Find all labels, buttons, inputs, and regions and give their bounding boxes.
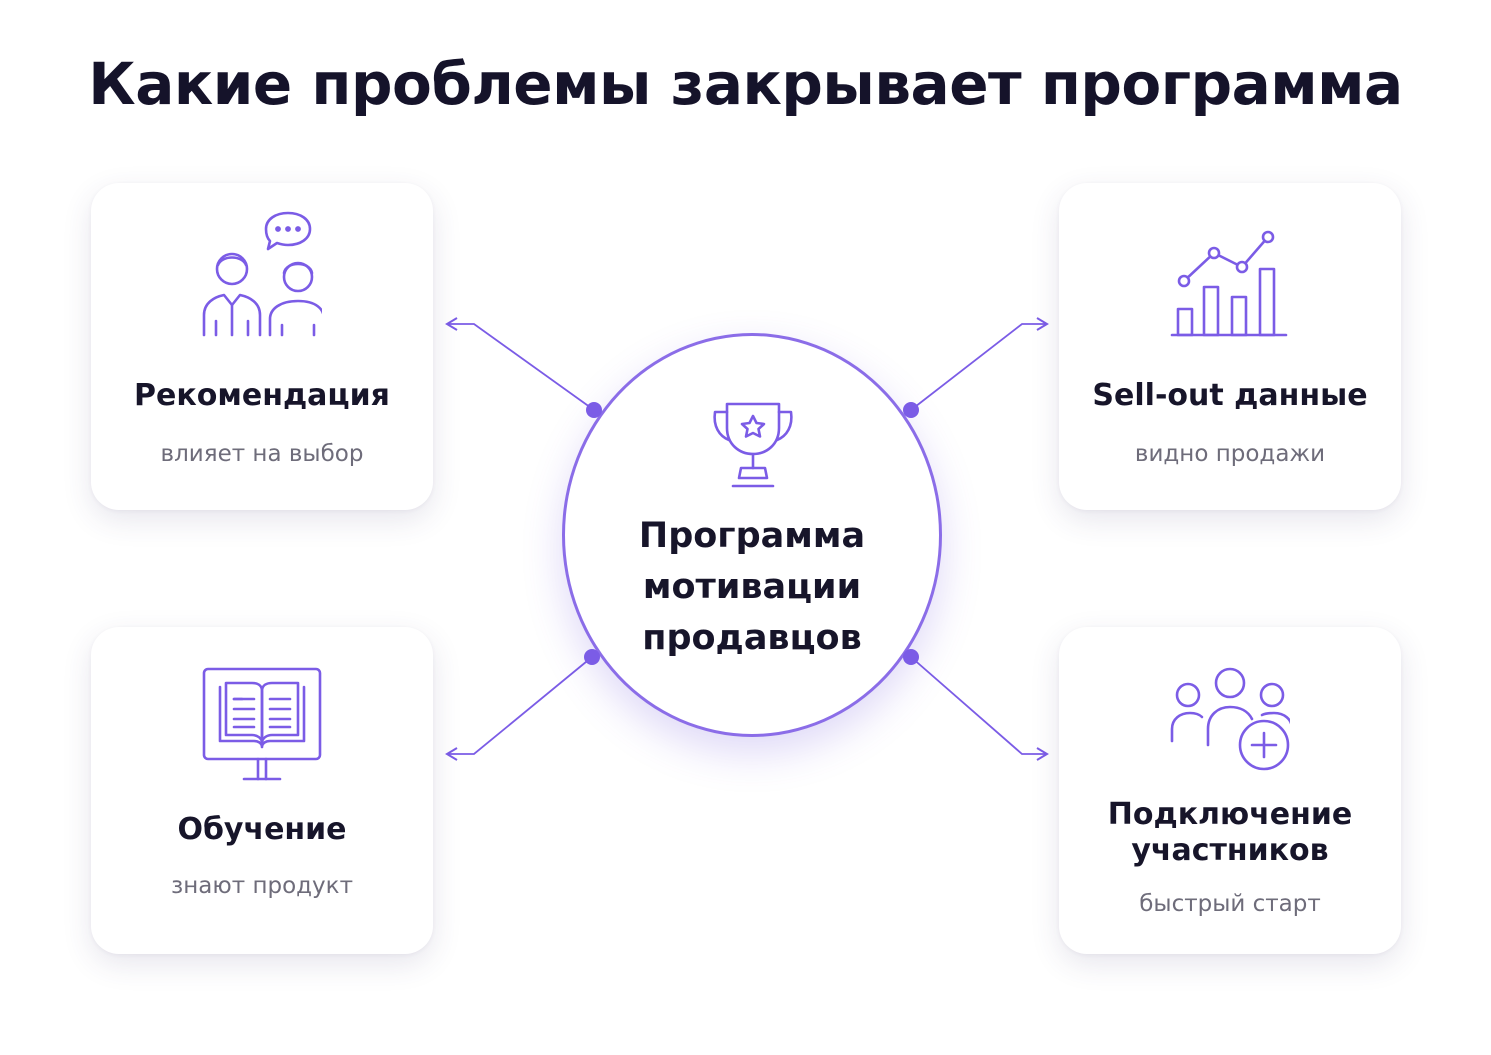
card-subtitle: влияет на выбор [160,441,364,467]
card-subtitle: знают продукт [171,873,353,899]
add-group-icon [1170,655,1290,785]
card-title: Sell-out данные [1092,378,1368,413]
card-training: Обучение знают продукт [91,627,433,954]
people-chat-icon [202,211,322,341]
book-monitor-icon [202,655,322,785]
card-sellout-data: Sell-out данные видно продажи [1059,183,1401,510]
card-subtitle: быстрый старт [1139,891,1321,917]
card-title: Подключение участников [1059,797,1401,869]
center-hub: Программа мотивации продавцов [562,333,942,737]
center-title-line: продавцов [642,618,862,658]
arrow-to-recommendation [445,317,595,411]
card-title: Рекомендация [134,378,390,413]
chart-growth-icon [1170,211,1290,341]
trophy-icon [705,398,801,494]
card-title-line: Подключение [1107,797,1353,832]
center-title-line: мотивации [642,567,862,607]
card-subtitle: видно продажи [1134,441,1326,467]
card-recommendation: Рекомендация влияет на выбор [91,183,433,510]
arrow-to-onboarding [910,656,1049,761]
center-title: Программа мотивации продавцов [565,511,939,664]
page-title: Какие проблемы закрывает программа [88,50,1403,118]
arrow-to-training [445,656,593,761]
card-title: Обучение [177,812,347,847]
arrow-to-sellout [910,317,1049,411]
center-title-line: Программа [638,516,866,556]
card-title-line: участников [1131,833,1329,868]
card-onboarding: Подключение участников быстрый старт [1059,627,1401,954]
